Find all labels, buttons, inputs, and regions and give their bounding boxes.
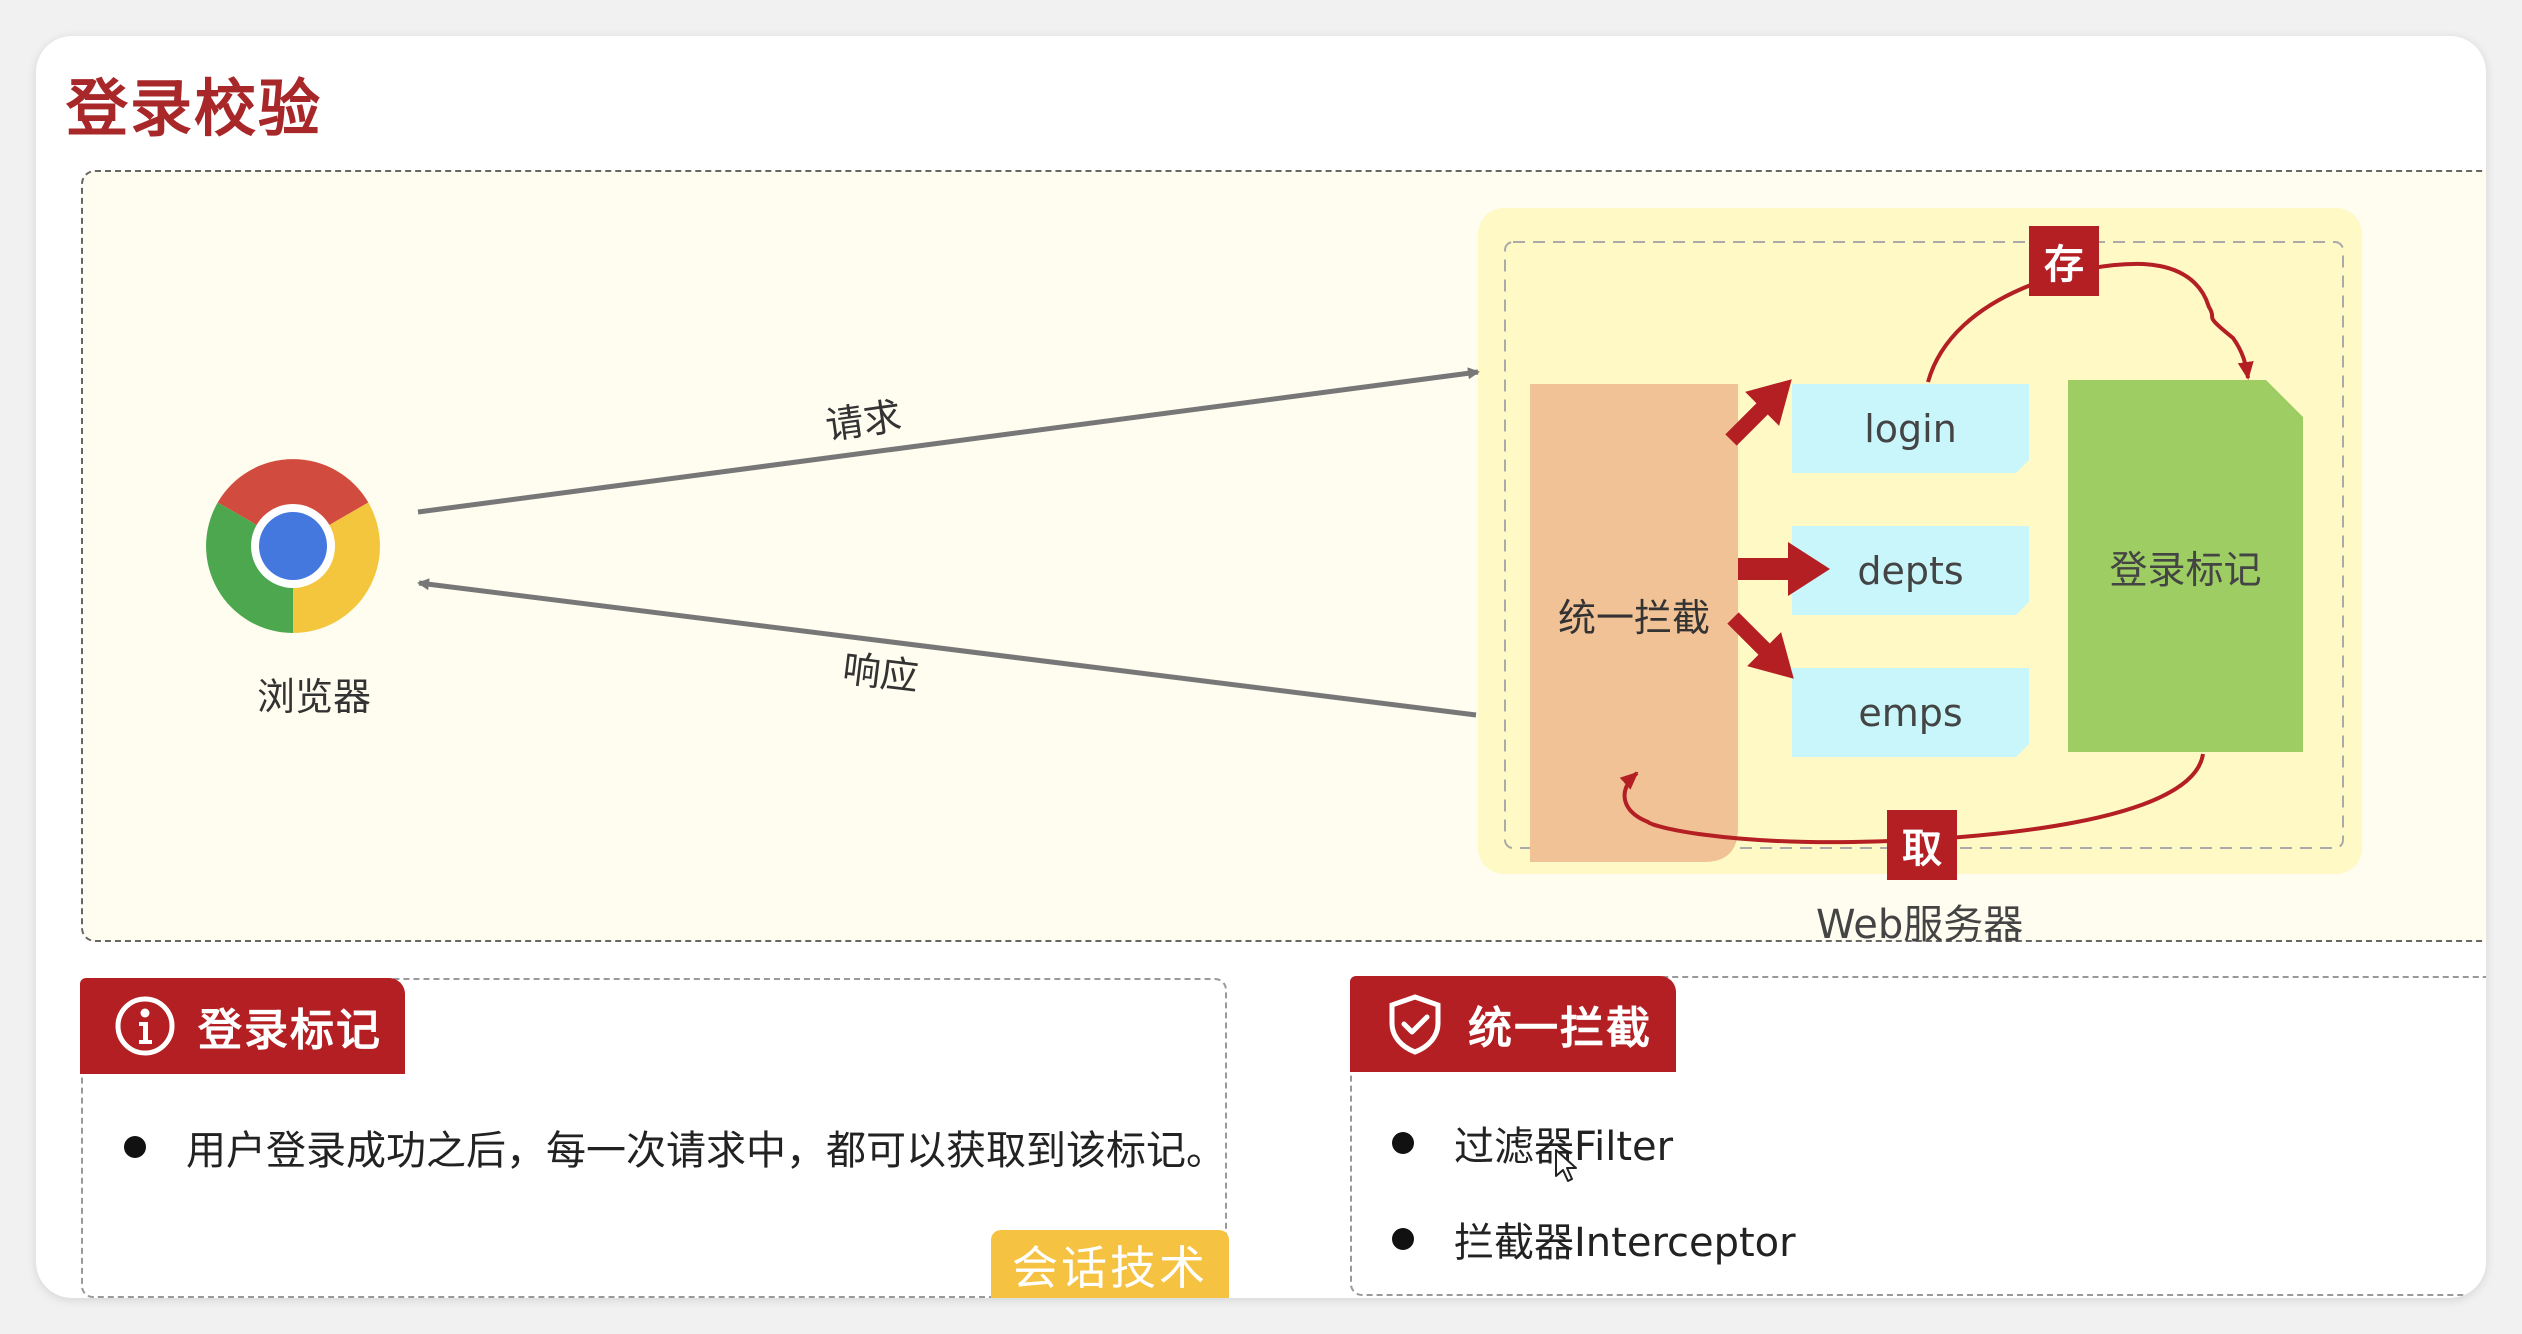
interceptor-card-header: 统一拦截 <box>1350 976 1676 1072</box>
fetch-badge: 取 <box>1887 810 1957 880</box>
diagram-canvas <box>206 208 2362 874</box>
interceptor-bullet: 拦截器Interceptor <box>1392 1210 1796 1268</box>
endpoint-box-login <box>1792 384 2029 473</box>
interceptor-bullet-text: 拦截器Interceptor <box>1454 1220 1796 1266</box>
interceptor-label: 统一拦截 <box>1557 595 1710 640</box>
page-title: 登录校验 <box>66 72 323 145</box>
info-icon <box>115 996 175 1056</box>
login-mark-bullet-text: 用户登录成功之后，每一次请求中，都可以获取到该标记。 <box>186 1128 1226 1174</box>
filter-bullet: 过滤器Filter <box>1392 1114 1673 1172</box>
shield-check-icon <box>1389 994 1441 1055</box>
login-mark-card-title: 登录标记 <box>198 1005 382 1056</box>
request-label: 请求 <box>822 393 905 449</box>
store-arrow <box>1926 261 2254 383</box>
store-badge: 存 <box>2029 226 2099 296</box>
dispatch-arrow-login <box>1725 379 1792 446</box>
server-label: Web服务器 <box>1816 902 2024 948</box>
slide: 登录校验 <box>36 36 2486 1298</box>
interceptor-card-title: 统一拦截 <box>1468 1003 1652 1054</box>
diagram-panel: 浏览器 请求 响应 统一拦截 login depts emps 登录标记 存 取… <box>81 170 2486 948</box>
endpoint-emps-label: emps <box>1858 690 1963 735</box>
request-arrow <box>417 367 1480 515</box>
bullet-dot <box>1392 1132 1414 1154</box>
endpoint-depts-label: depts <box>1857 548 1964 593</box>
bullet-dot <box>1392 1228 1414 1250</box>
dispatch-arrow-emps <box>1727 612 1794 679</box>
chrome-icon <box>206 459 380 633</box>
endpoint-box-depts <box>1792 526 2029 615</box>
login-mark-bullet: 用户登录成功之后，每一次请求中，都可以获取到该标记。 <box>124 1118 1226 1176</box>
endpoint-box-emps <box>1792 668 2029 757</box>
login-mark-label: 登录标记 <box>2109 547 2262 592</box>
login-mark-card-header: 登录标记 <box>80 978 405 1074</box>
response-arrow <box>417 578 1477 718</box>
endpoint-login-label: login <box>1864 406 1957 451</box>
dispatch-arrow-depts <box>1738 542 1830 596</box>
bullet-dot <box>124 1136 146 1158</box>
fetch-arrow <box>1619 753 2205 845</box>
session-tech-tag: 会话技术 <box>991 1230 1229 1298</box>
response-label: 响应 <box>840 646 921 700</box>
browser-label: 浏览器 <box>257 675 372 719</box>
login-mark-box <box>2068 380 2303 752</box>
mouse-cursor-icon <box>1555 1149 1577 1182</box>
interceptor-box <box>1530 384 1738 862</box>
